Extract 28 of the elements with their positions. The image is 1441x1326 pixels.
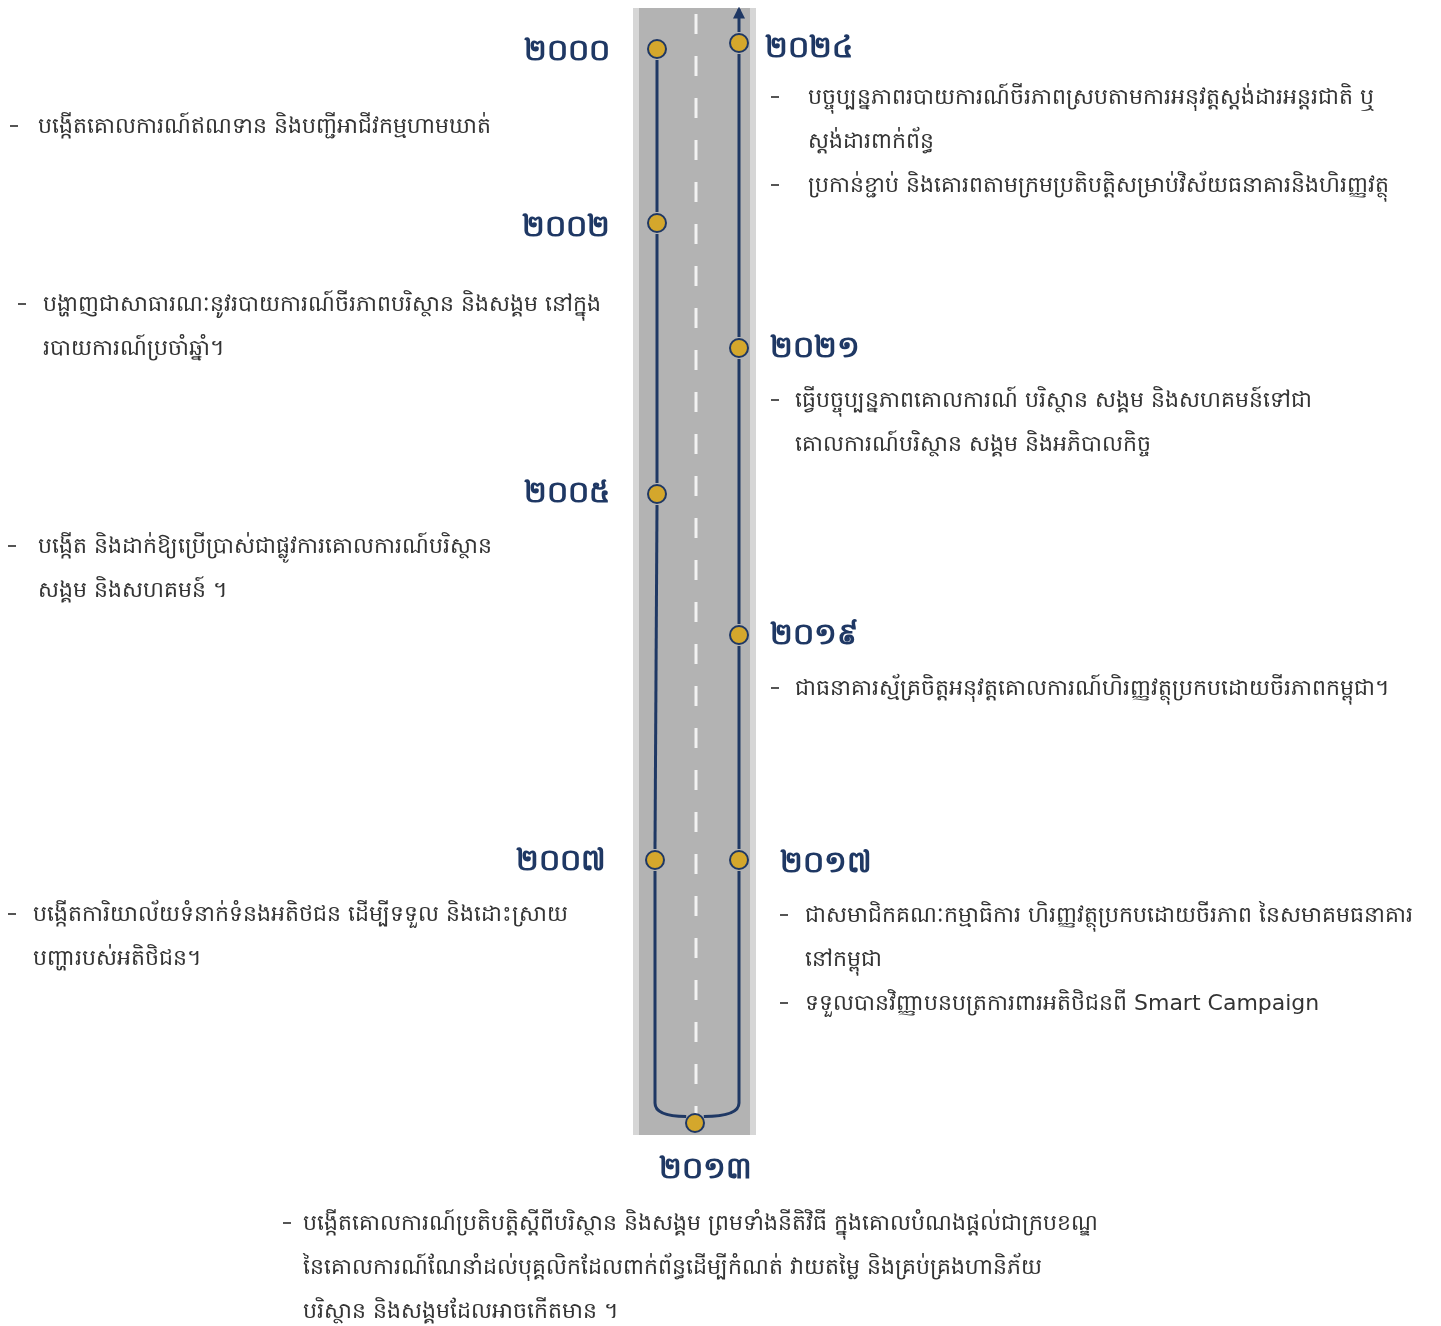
year-label: ២០០២ [522,208,610,244]
milestone-text: បង្កើតការិយាល័យទំនាក់ទំនងអតិថជន ដើម្បីទទួល និងដោះស្រាយបញ្ហារបស់អតិថិជន។ [33,898,569,973]
timeline-line [737,54,741,337]
year-label: ២០០៧ [516,842,606,878]
milestone-text: ទទួលបានវិញ្ញាបនបត្រការពារអតិថិជនពី Smart Campaign [805,988,1321,1019]
year-label: ២០១៩ [770,616,858,652]
timeline-line [737,359,741,624]
timeline-line [655,234,659,483]
milestone-text: ធ្វើបច្ចុប្បន្នភាពគោលការណ៍ បរិស្ថាន សង្គម និងសហគមន៍ទៅជាគោលការណ៍បរិស្ថាន សង្គម និងអភិបាលកិច្ច [795,385,1313,459]
milestone-text: ជាសមាជិកគណៈកម្មាធិការ ហិរញ្ញវត្ថុប្រកបដោយចីរភាព នៃសមាគមធនាគារ នៅកម្ពុជា [805,893,1430,981]
milestone-text: ប្រកាន់ខ្ជាប់ និងគោរពតាមក្រមប្រតិបត្តិសម្រាប់វិស័យធនាគារនិងហិរញ្ញវត្ថុ [808,163,1408,207]
year-label: ២០២១ [770,329,860,365]
milestone-text: បង្កើត និងដាក់ឱ្យប្រើប្រាស់ជាផ្លូវការគោលការណ៍បរិស្ថាន សង្គម និងសហគមន៍ ។ [38,531,493,605]
milestone-text: បង្ហាញជាសាធារណៈនូវរបាយការណ៍ចីរភាពបរិស្ថាន និងសង្គម នៅក្នុងរបាយការណ៍ប្រចាំឆ្នាំ។ [43,289,602,363]
year-label: ២០០០ [524,32,610,68]
milestone-text: បច្ចុប្បន្នភាពរបាយការណ៍ចីរភាពស្របតាមការអនុវត្តស្តង់ដារអន្តរជាតិ ឬស្តង់ដារពាក់ព័ន្ធ [808,82,1375,156]
year-label: ២០០៥ [524,474,610,510]
year-label: ២០១៣ [658,1150,752,1186]
year-label: ២០២៤ [765,29,853,65]
milestone-text: បង្កើតគោលការណ៍ប្រតិបត្តិស្តីពីបរិស្ថាន និងសង្គម ព្រមទាំងនីតិវិធី ក្នុងគោលបំណងផ្តល់ជាក្របខណ្ឌនៃគោលការណ៍ណែនាំដល់បុគ្គលិកដែលពាក់ព័ន្ធដើម្បីកំណត់ វាយតម្លៃ និងគ្រប់គ្រងហានិភ័យ បរិស្ថាន និងសង្គមដែលអាចកើតមាន ។ [303,1208,1099,1326]
timeline-line [653,871,687,1118]
milestone-text: បង្កើតគោលការណ៍ឥណទាន និងបញ្ជីអាជីវកម្មហាមឃាត់ [38,111,492,141]
milestone-text: ជាធនាគារស្ម័គ្រចិត្តអនុវត្តគោលការណ៍ហិរញ្ញវត្ថុប្រកបដោយចីរភាពកម្ពុជា។ [795,666,1395,710]
timeline-line [653,505,659,849]
year-label: ២០១៧ [780,844,872,880]
timeline-line [655,60,659,212]
timeline-line [737,646,741,849]
timeline-line [703,871,741,1118]
